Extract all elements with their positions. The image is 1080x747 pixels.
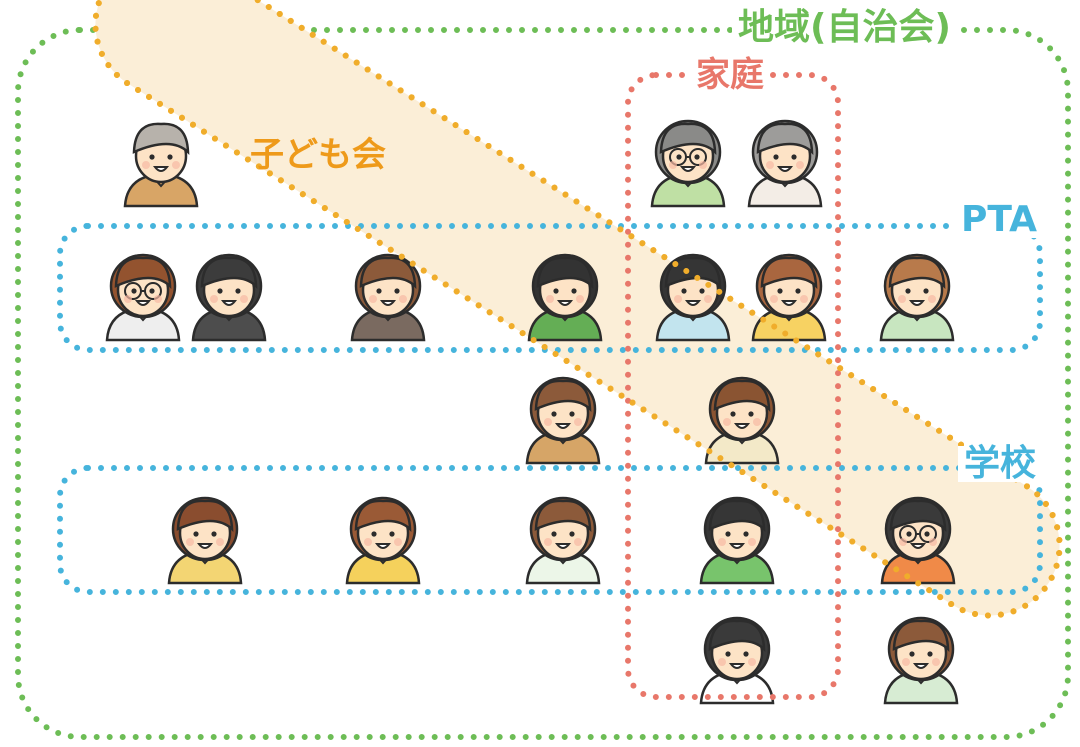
- pta-label: PTA: [955, 202, 1044, 238]
- little-boy-with-bow-tie-icon: [699, 616, 775, 705]
- man-in-dark-cardigan-icon: [191, 253, 267, 342]
- boy-in-striped-shirt-icon: [525, 496, 601, 585]
- elderly-man-with-mustache-icon: [123, 122, 199, 208]
- boy-with-glasses-icon: [880, 496, 956, 585]
- woman-in-green-cardigan-icon: [527, 253, 603, 342]
- grandmother-icon: [747, 119, 823, 208]
- grandfather-with-glasses-icon: [650, 119, 726, 208]
- girl-with-ponytail-icon: [699, 496, 775, 585]
- high-school-girl-icon: [704, 376, 780, 465]
- woman-with-glasses-icon: [105, 253, 181, 342]
- woman-in-mint-blouse-icon: [879, 253, 955, 342]
- school-label: 学校: [958, 446, 1043, 482]
- girl-with-ribbon-icon: [345, 496, 421, 585]
- man-in-plaid-vest-icon: [350, 253, 426, 342]
- pta-boundary: [57, 223, 1043, 353]
- male-teacher-in-suit-icon: [525, 376, 601, 465]
- community-label: 地域(自治会): [732, 10, 957, 46]
- community-boundary: [15, 27, 1071, 740]
- family-label: 家庭: [690, 58, 770, 92]
- mother-in-yellow-icon: [751, 253, 827, 342]
- girl-in-yellow-apron-icon: [167, 496, 243, 585]
- kids-club-label: 子ども会: [250, 135, 386, 175]
- boy-in-dotted-shirt-icon: [883, 616, 959, 705]
- school-boundary: [57, 465, 1043, 595]
- father-in-light-blue-icon: [655, 253, 731, 342]
